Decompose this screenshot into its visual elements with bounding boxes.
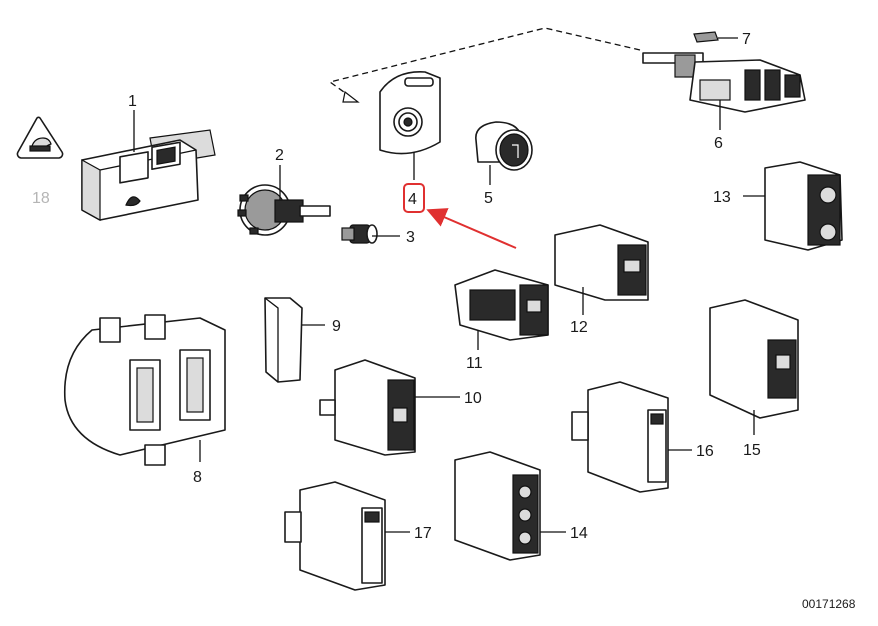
callout-5: 5 [484,190,493,207]
part-16-switch [571,381,669,493]
callout-16: 16 [696,443,714,460]
callout-15: 15 [743,442,761,459]
callout-10: 10 [464,390,482,407]
part-14-switch [454,451,541,561]
callout-11: 11 [466,355,483,372]
callout-14: 14 [570,525,588,542]
assembly-guide-line [328,27,641,103]
part-7-clip [693,31,719,43]
part-4-cover-plate [379,71,441,155]
diagram-number: 00171268 [802,597,856,611]
part-11-switch [454,269,549,341]
callout-2: 2 [275,147,284,164]
part-9-blank-cover [264,297,303,383]
part-12-switch [554,224,649,301]
leader-lines [133,37,765,533]
callout-6: 6 [714,135,723,152]
callout-8: 8 [193,469,202,486]
callout-12: 12 [570,319,588,336]
part-8-housing [63,314,226,466]
part-6-connector [642,52,806,113]
callout-3: 3 [406,229,415,246]
callout-17: 17 [414,525,432,542]
part-15-switch [709,299,799,419]
part-10-switch [319,359,416,456]
part-5-knob-cap [475,121,533,171]
part-4-highlight [403,183,517,249]
callout-13: 13 [713,189,731,206]
part-18-warning-label [16,116,64,159]
callout-numbers: 1 2 3 4 5 6 7 8 9 10 11 12 13 14 15 16 1… [32,31,761,542]
callout-18: 18 [32,190,50,207]
callout-7: 7 [742,31,751,48]
part-2-rotary-switch [237,184,331,236]
part-17-switch [284,481,386,591]
part-3-knob [341,224,378,244]
part-1-switch-panel [81,129,216,222]
callout-4: 4 [408,191,417,208]
part-13-switch [764,161,843,251]
callout-9: 9 [332,318,341,335]
callout-1: 1 [128,93,137,110]
